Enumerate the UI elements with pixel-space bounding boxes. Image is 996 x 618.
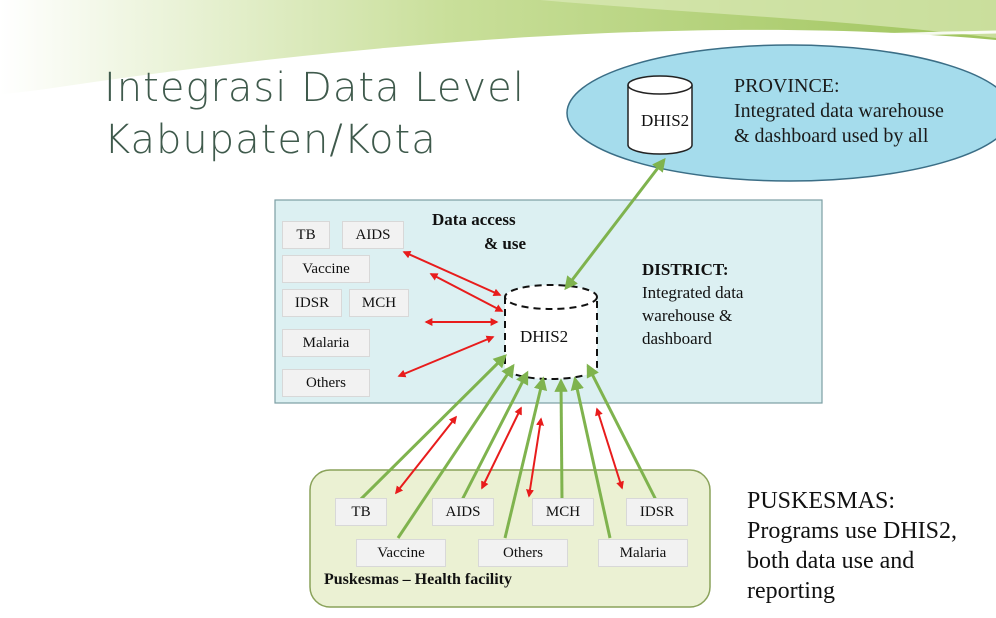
- district-program-aids: AIDS: [342, 221, 404, 249]
- facility-program-malaria: Malaria: [598, 539, 688, 567]
- banner-highlight: [540, 0, 996, 38]
- district-program-malaria: Malaria: [282, 329, 370, 357]
- province-line-2: & dashboard used by all: [734, 125, 929, 147]
- puskesmas-line-3: reporting: [747, 578, 835, 604]
- facility-program-idsr: IDSR: [626, 498, 688, 526]
- facility-label: Puskesmas – Health facility: [324, 571, 512, 588]
- district-program-idsr: IDSR: [282, 289, 342, 317]
- province-heading: PROVINCE:: [734, 75, 840, 97]
- district-program-tb: TB: [282, 221, 330, 249]
- district-program-mch: MCH: [349, 289, 409, 317]
- province-db-label: DHIS2: [641, 111, 690, 130]
- facility-program-vaccine: Vaccine: [356, 539, 446, 567]
- province-db-cylinder: [627, 75, 693, 155]
- district-description: DISTRICT: Integrated data warehouse & da…: [642, 258, 743, 350]
- data-access-line-2: & use: [484, 234, 527, 253]
- puskesmas-line-2: both data use and: [747, 548, 915, 574]
- province-district-arrow: [564, 157, 666, 291]
- puskesmas-note: PUSKESMAS: Programs use DHIS2, both data…: [747, 486, 957, 606]
- title-line-2: Kabupaten/Kota: [104, 117, 437, 163]
- district-heading: DISTRICT:: [642, 260, 729, 279]
- banner-swoosh: [0, 0, 996, 96]
- district-line-1: Integrated data: [642, 283, 744, 302]
- facility-program-mch: MCH: [532, 498, 594, 526]
- district-line-2: warehouse &: [642, 306, 733, 325]
- banner-line: [0, 30, 996, 98]
- puskesmas-heading: PUSKESMAS:: [747, 488, 896, 514]
- facility-program-others: Others: [478, 539, 568, 567]
- district-db-label: DHIS2: [520, 327, 569, 346]
- district-line-3: dashboard: [642, 329, 712, 348]
- title-line-1: Integrasi Data Level: [104, 65, 525, 111]
- facility-program-tb: TB: [335, 498, 387, 526]
- data-access-line-1: Data access: [432, 210, 516, 229]
- district-program-others: Others: [282, 369, 370, 397]
- district-program-vaccine: Vaccine: [282, 255, 370, 283]
- province-description: PROVINCE: Integrated data warehouse & da…: [734, 74, 944, 149]
- facility-use-arrows: [395, 406, 624, 498]
- data-access-label: Data access & use: [432, 208, 526, 256]
- puskesmas-line-1: Programs use DHIS2,: [747, 518, 957, 544]
- province-line-1: Integrated data warehouse: [734, 100, 944, 122]
- district-db-cylinder: [504, 284, 598, 380]
- district-use-arrows: [397, 250, 504, 378]
- facility-program-aids: AIDS: [432, 498, 494, 526]
